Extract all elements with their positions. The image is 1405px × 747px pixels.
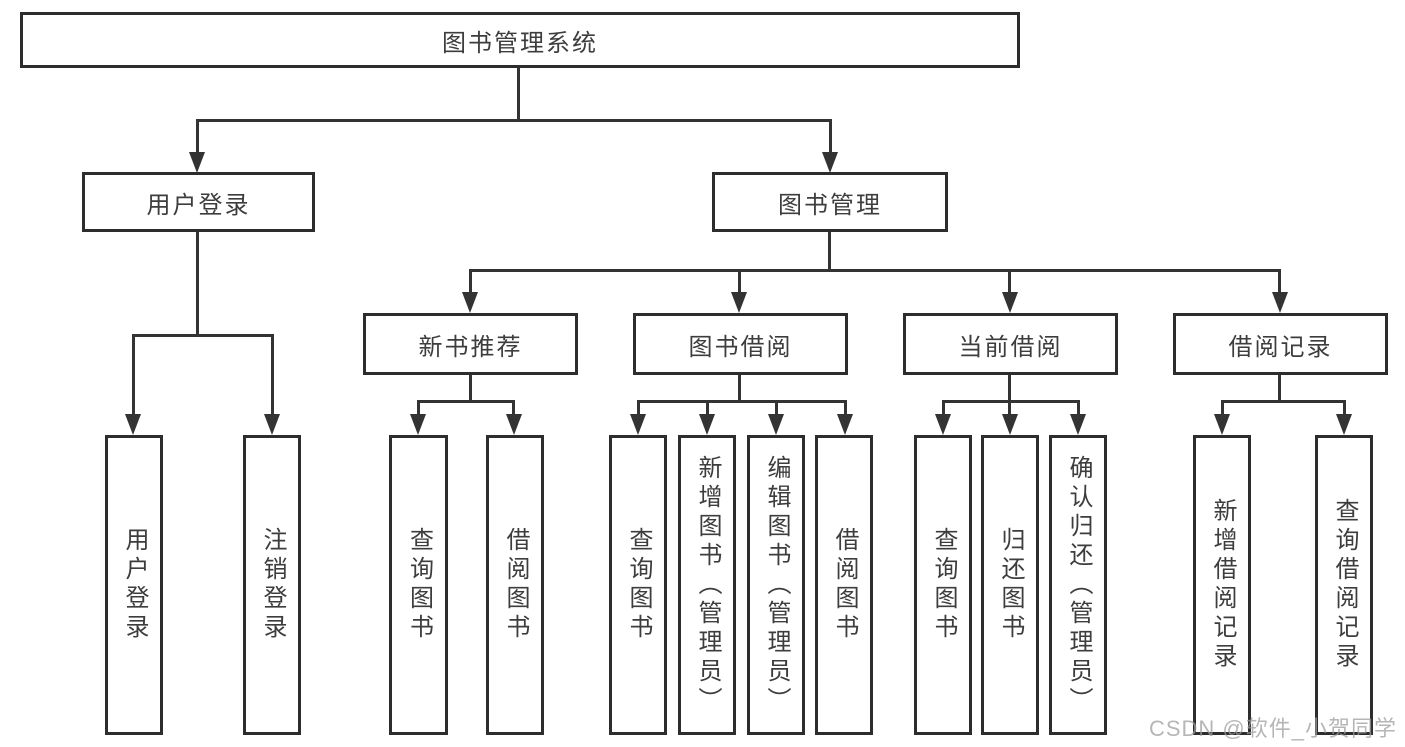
connector-drop-borrow-records	[1278, 269, 1281, 295]
connector-stem	[1008, 375, 1011, 402]
arrow-down-icon	[506, 414, 522, 435]
leaf-query-book: 查询图书	[914, 435, 972, 735]
leaf-add-book-admin: 新增图书（管理员）	[678, 435, 736, 735]
connector-rail	[1221, 400, 1346, 403]
connector-drop-leaf	[1221, 400, 1224, 415]
leaf-label: 新增图书（管理员）	[694, 454, 721, 716]
leaf-borrow-book: 借阅图书	[486, 435, 544, 735]
connector-drop-leaf	[417, 400, 420, 415]
node-label: 新书推荐	[418, 333, 523, 361]
arrow-down-icon	[822, 152, 838, 173]
connector-root-stem	[517, 68, 520, 121]
connector-userlogin-stem	[196, 232, 199, 336]
leaf-label: 编辑图书（管理员）	[763, 454, 790, 716]
leaf-add-borrow-record: 新增借阅记录	[1193, 435, 1251, 735]
csdn-watermark: CSDN @软件_小贺同学	[1148, 716, 1397, 741]
node-book-management: 图书管理	[712, 172, 948, 232]
connector-rail	[417, 400, 515, 403]
leaf-label: 查询图书	[625, 527, 652, 643]
connector-rail	[942, 400, 1080, 403]
node-current-borrow: 当前借阅	[903, 313, 1118, 375]
connector-drop-leaf	[512, 400, 515, 415]
leaf-label: 新增借阅记录	[1209, 498, 1236, 672]
arrow-down-icon	[1002, 292, 1018, 313]
node-label: 图书借阅	[688, 333, 793, 361]
connector-stem	[469, 375, 472, 402]
arrow-down-icon	[462, 292, 478, 313]
node-label: 图书管理系统	[442, 29, 598, 57]
node-root-library-system: 图书管理系统	[20, 12, 1020, 68]
connector-bookmgmt-stem	[828, 232, 831, 271]
node-label: 借阅记录	[1228, 333, 1333, 361]
connector-drop-leaf	[1077, 400, 1080, 415]
arrow-down-icon	[410, 414, 426, 435]
node-borrow-records: 借阅记录	[1173, 313, 1388, 375]
arrow-down-icon	[1214, 414, 1230, 435]
leaf-label: 查询借阅记录	[1331, 498, 1358, 672]
arrow-down-icon	[935, 414, 951, 435]
arrow-down-icon	[1002, 414, 1018, 435]
node-label: 用户登录	[146, 191, 251, 219]
node-book-borrow: 图书借阅	[633, 313, 848, 375]
arrow-down-icon	[1272, 292, 1288, 313]
arrow-down-icon	[189, 152, 205, 173]
connector-userlogin-rail	[132, 334, 274, 337]
connector-drop-leaf	[844, 400, 847, 415]
connector-drop-leaf	[132, 334, 135, 415]
leaf-label: 注销登录	[259, 527, 286, 643]
connector-drop-user-login	[196, 119, 199, 155]
leaf-label: 确认归还（管理员）	[1065, 454, 1092, 716]
arrow-down-icon	[125, 414, 141, 435]
leaf-logout: 注销登录	[243, 435, 301, 735]
connector-rail	[637, 400, 847, 403]
node-new-book-recommend: 新书推荐	[363, 313, 578, 375]
node-label: 图书管理	[778, 191, 882, 219]
leaf-return-book: 归还图书	[981, 435, 1039, 735]
leaf-query-book: 查询图书	[389, 435, 448, 735]
leaf-query-borrow-record: 查询借阅记录	[1315, 435, 1373, 735]
arrow-down-icon	[1070, 414, 1086, 435]
arrow-down-icon	[1336, 414, 1352, 435]
arrow-down-icon	[768, 414, 784, 435]
connector-drop-leaf	[271, 334, 274, 415]
connector-drop-leaf	[637, 400, 640, 415]
node-label: 当前借阅	[958, 333, 1063, 361]
connector-drop-leaf	[706, 400, 709, 415]
connector-drop-book-borrow	[738, 269, 741, 295]
connector-drop-current-borrow	[1008, 269, 1011, 295]
connector-stem	[1278, 375, 1281, 402]
arrow-down-icon	[731, 292, 747, 313]
leaf-label: 借阅图书	[502, 527, 529, 643]
connector-stem	[738, 375, 741, 402]
connector-bookmgmt-rail	[469, 269, 1281, 272]
leaf-user-login: 用户登录	[105, 435, 163, 735]
connector-root-rail	[196, 119, 832, 122]
leaf-label: 查询图书	[405, 527, 433, 643]
leaf-label: 查询图书	[930, 527, 957, 643]
connector-drop-leaf	[942, 400, 945, 415]
arrow-down-icon	[630, 414, 646, 435]
connector-drop-book-mgmt	[829, 119, 832, 155]
leaf-query-book: 查询图书	[609, 435, 667, 735]
leaf-label: 归还图书	[997, 527, 1024, 643]
connector-drop-leaf	[1008, 400, 1011, 415]
connector-drop-leaf	[775, 400, 778, 415]
connector-drop-leaf	[1343, 400, 1346, 415]
arrow-down-icon	[264, 414, 280, 435]
arrow-down-icon	[699, 414, 715, 435]
leaf-label: 借阅图书	[831, 527, 858, 643]
leaf-borrow-book: 借阅图书	[815, 435, 873, 735]
leaf-confirm-return-admin: 确认归还（管理员）	[1049, 435, 1107, 735]
connector-drop-new-book	[469, 269, 472, 295]
arrow-down-icon	[837, 414, 853, 435]
node-user-login: 用户登录	[82, 172, 315, 232]
leaf-edit-book-admin: 编辑图书（管理员）	[747, 435, 805, 735]
leaf-label: 用户登录	[121, 527, 148, 643]
